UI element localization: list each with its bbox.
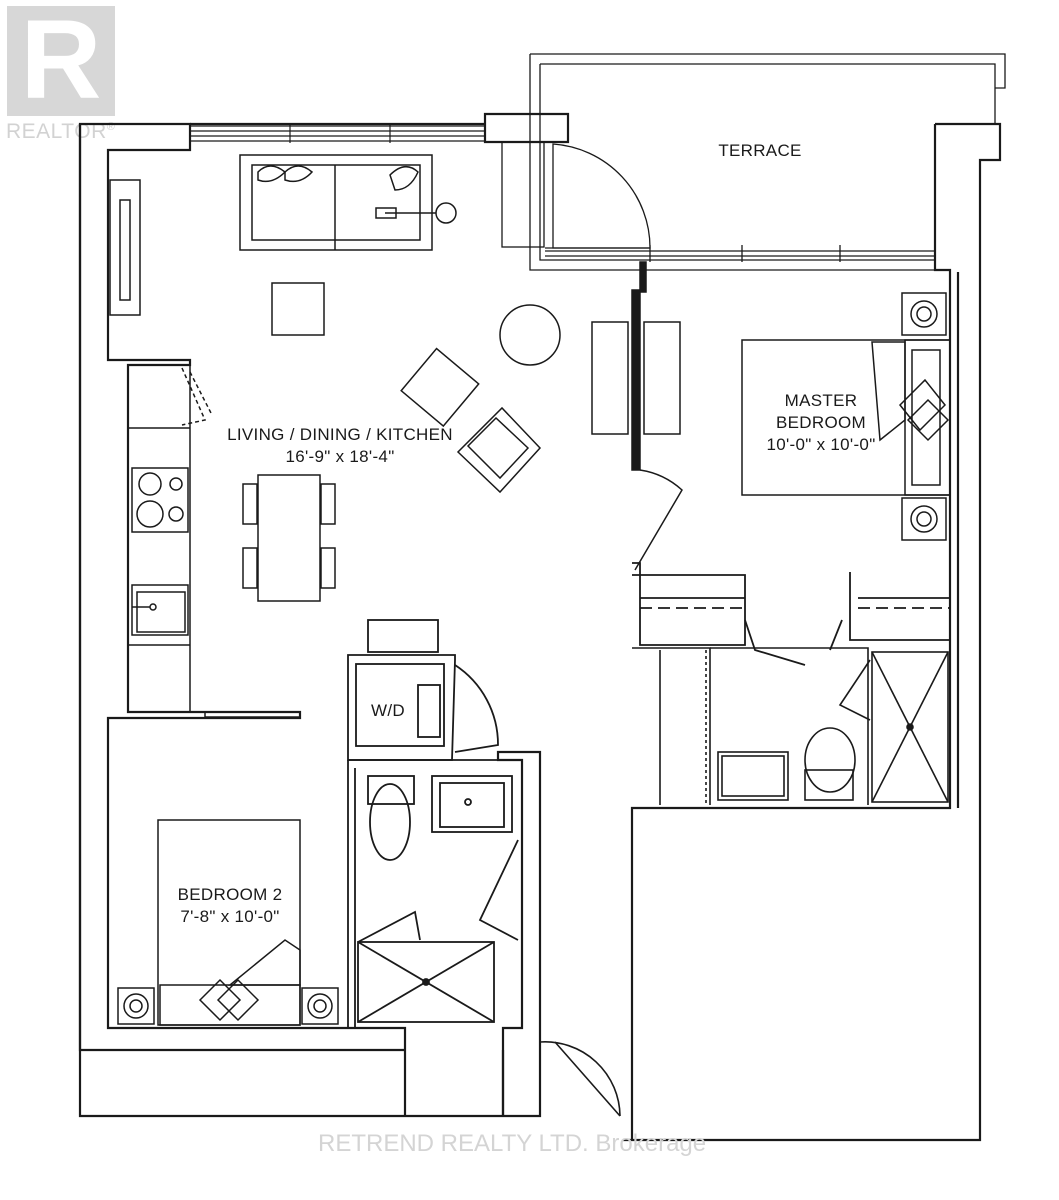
terrace-door — [501, 141, 651, 249]
kitchen-counter — [128, 365, 213, 712]
master-bedroom-dims: 10'-0" x 10'-0" — [766, 435, 876, 454]
round-table — [499, 304, 561, 366]
master-bedroom-label: MASTER BEDROOM 10'-0" x 10'-0" — [756, 390, 886, 456]
nightstand — [901, 292, 947, 336]
living-room-label: LIVING / DINING / KITCHEN 16'-9" x 18'-4… — [210, 424, 470, 468]
laundry-closet — [347, 619, 499, 761]
entry-door — [539, 1041, 621, 1117]
window-top — [190, 124, 485, 143]
bedroom2-sliding-door — [204, 711, 301, 718]
living-room-dims: 16'-9" x 18'-4" — [285, 447, 395, 466]
kitchen-sink — [131, 584, 189, 636]
nightstand — [117, 987, 155, 1025]
laundry-label: W/D — [371, 701, 405, 720]
ensuite-bath — [632, 647, 949, 805]
realtor-wordmark: REALTOR® — [6, 120, 116, 143]
realtor-logo-mark: R — [7, 0, 115, 120]
master-wardrobe — [591, 261, 683, 571]
terrace — [529, 53, 1006, 271]
nightstand — [301, 987, 339, 1025]
master-bedroom-line1: MASTER — [784, 391, 858, 410]
armchair — [456, 406, 542, 494]
bathroom-2 — [347, 759, 523, 1028]
realtor-logo: R REALTOR® — [6, 0, 118, 146]
master-bed — [741, 339, 951, 496]
living-room-name: LIVING / DINING / KITCHEN — [227, 425, 453, 444]
bedroom2-name: BEDROOM 2 — [177, 885, 283, 904]
wall-unit — [109, 179, 141, 316]
dining-table — [242, 474, 336, 602]
cooktop — [131, 467, 189, 533]
master-bedroom-line2: BEDROOM — [776, 413, 866, 432]
exterior-walls — [78, 112, 1002, 1142]
armchair-square — [400, 347, 480, 428]
terrace-label: TERRACE — [718, 141, 802, 160]
bedroom2-bed — [157, 819, 301, 1026]
master-closets — [632, 562, 950, 666]
sofa — [239, 154, 457, 251]
bedroom2-dims: 7'-8" x 10'-0" — [180, 907, 280, 926]
bedroom2-label: BEDROOM 2 7'-8" x 10'-0" — [160, 884, 300, 928]
coffee-table — [271, 282, 325, 336]
nightstand — [901, 497, 947, 541]
brokerage-watermark: RETREND REALTY LTD. Brokerage — [318, 1130, 707, 1157]
